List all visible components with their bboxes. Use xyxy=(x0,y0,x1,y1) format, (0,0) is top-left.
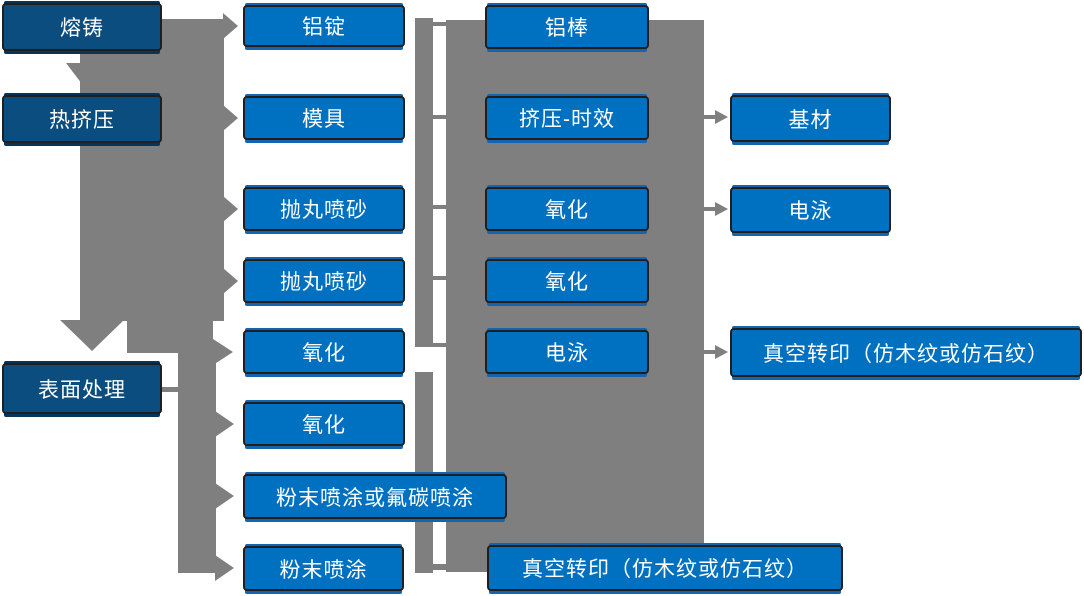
arrow-head-to-substrate xyxy=(715,110,728,124)
node-oxidation-2: 氧化 xyxy=(243,402,405,446)
node-hot-extrusion: 热挤压 xyxy=(2,95,162,143)
connector-stub-row5 xyxy=(432,343,448,347)
arrow-to-powder-or-fluorocarbon xyxy=(215,483,234,509)
arrow-head-to-vacuum-transfer-right xyxy=(715,345,728,359)
connector-band-left-lower xyxy=(127,305,213,353)
connector-stub-row3 xyxy=(432,205,448,209)
connector-stub-row4 xyxy=(432,276,448,280)
node-mold: 模具 xyxy=(243,96,405,140)
connector-stub-row2 xyxy=(432,115,448,119)
node-vacuum-transfer-right: 真空转印（仿木纹或仿石纹） xyxy=(730,328,1082,377)
connector-band-mid-lower xyxy=(415,372,433,573)
arrow-to-mold xyxy=(223,105,238,131)
node-electrophoresis-2: 电泳 xyxy=(730,187,891,233)
arrow-stem-to-electrophoresis-2 xyxy=(704,207,716,211)
connector-band-left-narrow xyxy=(178,351,216,573)
node-shot-blasting-1: 抛丸喷砂 xyxy=(243,187,405,231)
node-vacuum-transfer-bottom: 真空转印（仿木纹或仿石纹） xyxy=(487,545,843,591)
node-surface-treatment: 表面处理 xyxy=(2,363,162,414)
arrow-down-to-surface-treatment xyxy=(60,320,124,351)
node-aluminum-rod: 铝棒 xyxy=(485,5,649,49)
connector-stub-row8 xyxy=(432,564,448,570)
connector-band-left-wide xyxy=(80,19,224,321)
node-electrophoresis-1: 电泳 xyxy=(485,330,649,374)
connector-stub-row1 xyxy=(432,22,448,26)
node-oxidation-3: 氧化 xyxy=(485,187,649,231)
node-substrate: 基材 xyxy=(730,95,891,142)
node-powder-coating: 粉末喷涂 xyxy=(243,546,404,591)
node-aluminum-ingot: 铝锭 xyxy=(243,5,405,47)
arrow-to-shot-blasting-2 xyxy=(223,268,238,294)
arrow-to-shot-blasting-1 xyxy=(223,196,238,222)
arrow-head-to-electrophoresis-2 xyxy=(715,202,728,216)
arrow-down-to-hot-extrusion xyxy=(66,63,98,84)
arrow-to-oxidation-2 xyxy=(215,411,234,437)
arrow-to-powder-coating xyxy=(215,555,234,581)
node-extrusion-aging: 挤压-时效 xyxy=(485,96,649,140)
connector-stub-surface-treatment xyxy=(162,387,179,392)
arrow-stem-to-vacuum-transfer-right xyxy=(704,350,716,354)
arrow-to-aluminum-ingot xyxy=(223,13,238,39)
node-melting-casting: 熔铸 xyxy=(2,3,162,51)
node-shot-blasting-2: 抛丸喷砂 xyxy=(243,259,405,303)
node-oxidation-1: 氧化 xyxy=(243,330,405,374)
arrow-to-oxidation-1 xyxy=(213,339,233,365)
connector-band-mid-upper xyxy=(415,18,433,347)
node-powder-or-fluorocarbon-coating: 粉末喷涂或氟碳喷涂 xyxy=(243,474,507,519)
arrow-stem-to-substrate xyxy=(704,115,716,119)
node-oxidation-4: 氧化 xyxy=(485,259,649,303)
